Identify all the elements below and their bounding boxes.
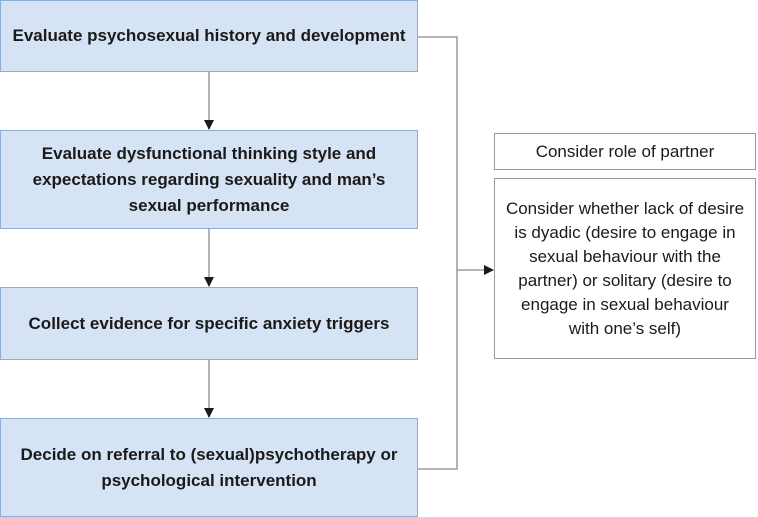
side-bracket [418,36,458,470]
step-box-referral-decision: Decide on referral to (sexual)psychother… [0,418,418,517]
step-label: Evaluate psychosexual history and develo… [12,26,406,45]
note-box-desire-type: Consider whether lack of desire is dyadi… [494,178,756,359]
step-box-dysfunctional-thinking: Evaluate dysfunctional thinking style an… [0,130,418,229]
step-label: Decide on referral to (sexual)psychother… [20,444,398,490]
note-label: Consider whether lack of desire is dyadi… [505,198,745,338]
step-label: Evaluate dysfunctional thinking style an… [32,143,386,215]
step-box-psychosexual-history: Evaluate psychosexual history and develo… [0,0,418,72]
step-label: Collect evidence for specific anxiety tr… [28,313,390,333]
note-label: Consider role of partner [535,141,715,161]
step-box-anxiety-triggers: Collect evidence for specific anxiety tr… [0,287,418,360]
note-box-partner-role: Consider role of partner [494,133,756,170]
